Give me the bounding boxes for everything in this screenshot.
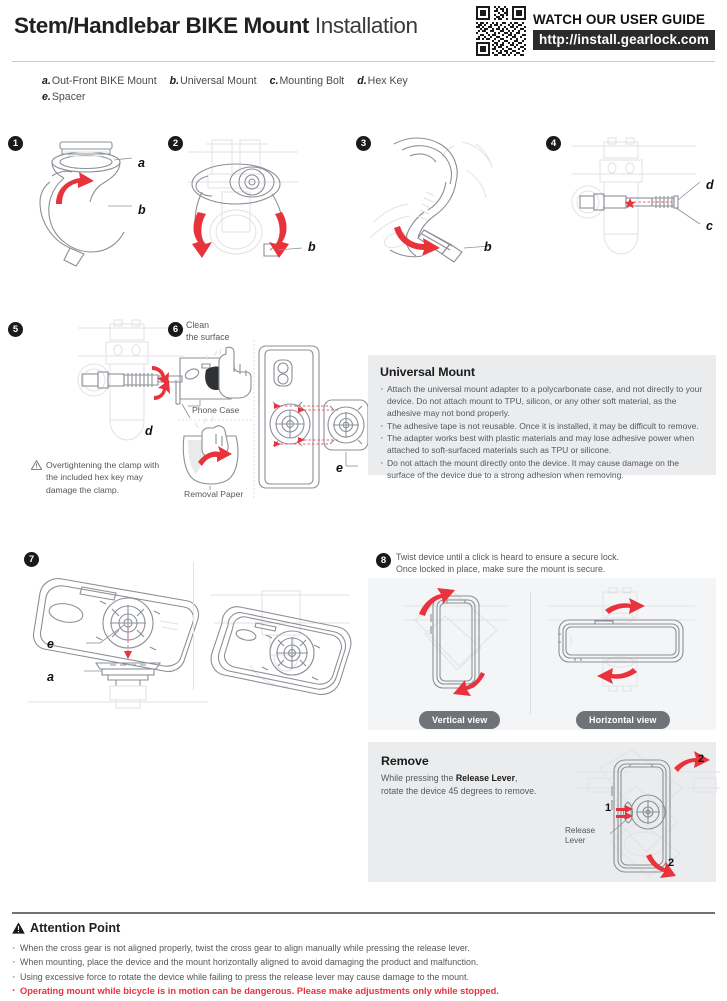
step-8-horizontal-view-badge: Horizontal view xyxy=(576,710,670,729)
step-2-badge: 2 xyxy=(168,136,183,151)
universal-mount-bullets: Attach the universal mount adapter to a … xyxy=(380,382,704,481)
step-1-badge: 1 xyxy=(8,136,23,151)
footer-divider xyxy=(12,912,715,914)
universal-mount-bullet-4: Do not attach the mount directly onto th… xyxy=(380,456,704,481)
remove-release-lever-callout: Release Lever xyxy=(565,826,596,846)
part-item-d: d.Hex Key xyxy=(357,75,408,87)
remove-body: While pressing the Release Lever, rotate… xyxy=(381,772,716,798)
attention-heading: Attention Point xyxy=(30,921,121,935)
step-2-label-b: b xyxy=(308,240,316,254)
step-7-badge: 7 xyxy=(24,552,39,567)
step-7-divider xyxy=(193,562,194,690)
warning-triangle-icon xyxy=(30,460,43,470)
step-5: 5 xyxy=(8,322,23,337)
page-title-light: Installation xyxy=(314,13,418,38)
step-1-label-b: b xyxy=(138,203,146,217)
step-1: 1 xyxy=(8,136,23,151)
universal-mount-bullet-1: Attach the universal mount adapter to a … xyxy=(380,382,704,419)
attention-item-3: Using excessive force to rotate the devi… xyxy=(12,969,717,987)
part-item-c: c.Mounting Bolt xyxy=(269,75,345,87)
step-3: 3 xyxy=(356,136,371,151)
page-title-bold: Stem/Handlebar BIKE Mount xyxy=(14,13,310,38)
step-8-text-line2: Once locked in place, make sure the moun… xyxy=(396,563,606,574)
remove-heading: Remove xyxy=(381,754,429,768)
step-5-badge: 5 xyxy=(8,322,23,337)
step-8: 8 xyxy=(376,553,391,568)
step-6-phone-case-label: Phone Case xyxy=(192,405,240,415)
vertical-view-pill: Vertical view xyxy=(419,711,501,729)
step-8-divider xyxy=(530,592,531,714)
step-2-figure xyxy=(178,132,318,272)
part-item-b: b.Universal Mount xyxy=(169,75,257,87)
step-1-figure xyxy=(22,134,157,269)
step-8-horizontal-figure xyxy=(545,586,700,696)
step-8-vertical-figure xyxy=(385,586,525,696)
steps-row-1: 1 xyxy=(0,130,727,305)
step-7-figure-right xyxy=(200,565,365,710)
universal-mount-panel: Universal Mount Attach the universal mou… xyxy=(368,355,716,480)
part-item-a: a.Out-Front BIKE Mount xyxy=(42,75,157,87)
attention-heading-row: Attention Point xyxy=(12,921,717,935)
user-guide-url[interactable]: http://install.gearlock.com xyxy=(533,30,715,50)
universal-mount-bullet-2: The adhesive tape is not reusable. Once … xyxy=(380,419,704,435)
remove-line-2: rotate the device 45 degrees to remove. xyxy=(381,785,537,796)
step-5-figure xyxy=(24,318,191,453)
remove-marker-2b: 2 xyxy=(668,857,675,869)
page-title: Stem/Handlebar BIKE Mount Installation xyxy=(14,13,713,39)
step-5-label-d: d xyxy=(145,424,153,438)
step-3-badge: 3 xyxy=(356,136,371,151)
user-guide-heading: WATCH OUR USER GUIDE xyxy=(533,12,706,27)
user-guide-block[interactable]: WATCH OUR USER GUIDE http://install.gear… xyxy=(476,6,715,56)
page-header: Stem/Handlebar BIKE Mount Installation xyxy=(0,0,727,58)
step-5-warning: Overtightening the clamp with the includ… xyxy=(30,459,171,496)
step-4: 4 xyxy=(546,136,561,151)
step-6-label-e: e xyxy=(336,461,343,475)
step-7: 7 xyxy=(24,552,39,567)
step-6: 6 xyxy=(168,322,183,337)
step-3-label-b: b xyxy=(484,240,492,254)
step-7-label-a: a xyxy=(47,670,54,684)
step-3-figure xyxy=(366,130,506,270)
remove-marker-1: 1 xyxy=(605,802,612,814)
attention-section: Attention Point When the cross gear is n… xyxy=(12,921,717,1001)
step-4-badge: 4 xyxy=(546,136,561,151)
step-8-vertical-view-badge: Vertical view xyxy=(419,710,501,729)
universal-mount-bullet-3: The adapter works best with plastic mate… xyxy=(380,431,704,456)
step-8-badge: 8 xyxy=(376,553,391,568)
attention-item-1: When the cross gear is not aligned prope… xyxy=(12,940,717,958)
qr-code-icon[interactable] xyxy=(476,6,527,56)
remove-line-1: While pressing the Release Lever, xyxy=(381,773,518,783)
attention-item-2: When mounting, place the device and the … xyxy=(12,954,717,972)
step-4-figure xyxy=(552,132,712,272)
parts-list: a.Out-Front BIKE Mount b.Universal Mount c… xyxy=(0,62,727,106)
universal-mount-heading: Universal Mount xyxy=(380,365,475,379)
attention-items: When the cross gear is not aligned prope… xyxy=(12,940,717,1001)
horizontal-view-pill: Horizontal view xyxy=(576,711,670,729)
step-4-label-d: d xyxy=(706,178,714,192)
step-6-removal-paper-label: Removal Paper xyxy=(184,489,243,499)
step-7-label-e: e xyxy=(47,637,54,651)
part-item-e: e.Spacer xyxy=(42,91,86,104)
remove-marker-2a: 2 xyxy=(698,753,705,765)
step-4-label-c: c xyxy=(706,219,713,233)
remove-figure xyxy=(570,748,720,880)
step-1-label-a: a xyxy=(138,156,145,170)
attention-item-4: Operating mount while bicycle is in moti… xyxy=(12,983,717,1001)
step-5-warning-text: Overtightening the clamp with the includ… xyxy=(46,460,160,495)
step-8-text: Twist device until a click is heard to e… xyxy=(396,552,696,576)
step-6-figure: Phone Case Removal Paper xyxy=(178,340,369,500)
warning-triangle-icon xyxy=(12,922,25,934)
step-7-figure-left xyxy=(24,565,214,715)
step-2: 2 xyxy=(168,136,183,151)
header-divider xyxy=(12,61,715,62)
step-8-text-line1: Twist device until a click is heard to e… xyxy=(396,552,619,562)
step-6-clean-label: Clean the surface xyxy=(186,320,230,342)
user-guide-text: WATCH OUR USER GUIDE http://install.gear… xyxy=(533,6,715,56)
step-6-badge: 6 xyxy=(168,322,183,337)
